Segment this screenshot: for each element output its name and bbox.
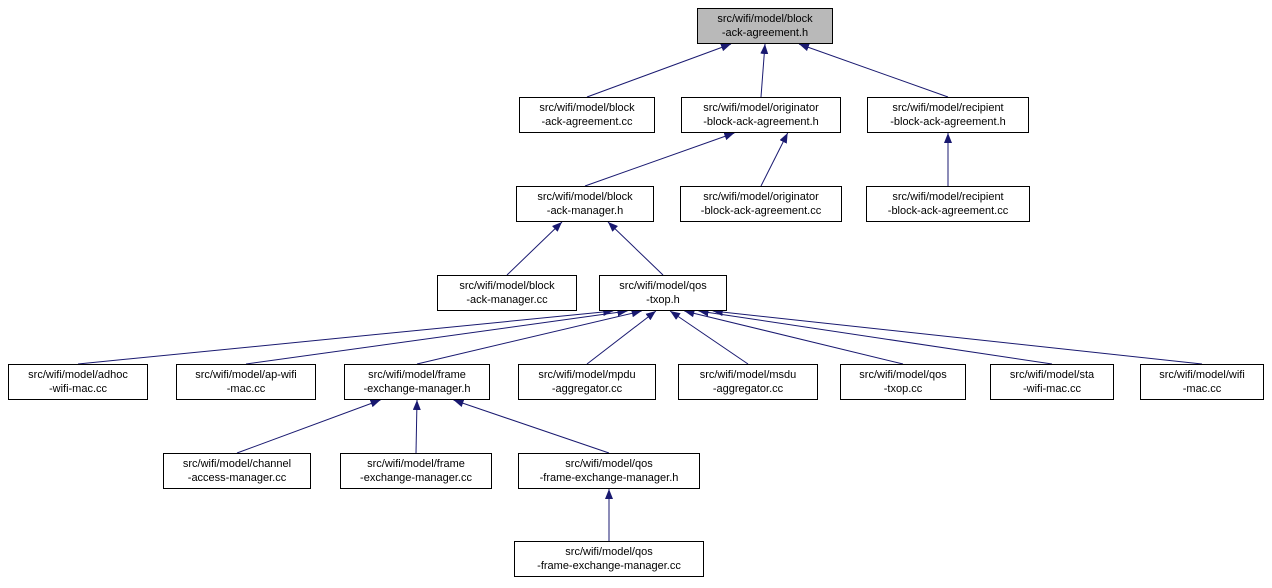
edge-block-ack-manager-h--originator-block-ack-agreement-h (584, 132, 735, 187)
graph-node-label: src/wifi/model/originator (703, 191, 819, 203)
graph-node-label: src/wifi/model/recipient (892, 102, 1004, 114)
edge-msdu-aggregator-cc--qos-txop-h (669, 310, 749, 365)
graph-node-label: -block-ack-agreement.h (890, 116, 1006, 128)
graph-node-frame-exchange-manager-h[interactable]: src/wifi/model/frame -exchange-manager.h (344, 364, 490, 400)
graph-node-label: -block-ack-agreement.cc (700, 205, 822, 217)
edge-ap-wifi-mac-cc--qos-txop-h (245, 308, 628, 365)
graph-node-label: src/wifi/model/qos (565, 458, 653, 470)
graph-node-label: src/wifi/model/block (539, 102, 635, 114)
graph-node-label: -txop.cc (883, 383, 923, 395)
graph-node-label: -mac.cc (226, 383, 266, 395)
graph-node-label: -block-ack-agreement.h (703, 116, 819, 128)
graph-node-label: -frame-exchange-manager.h (539, 472, 679, 484)
edge-block-ack-manager-cc--block-ack-manager-h (506, 221, 563, 276)
edge-wifi-mac-cc--qos-txop-h (712, 308, 1203, 365)
graph-node-msdu-aggregator-cc[interactable]: src/wifi/model/msdu -aggregator.cc (678, 364, 818, 400)
edge-frame-exchange-manager-h--qos-txop-h (416, 309, 642, 365)
graph-node-label: src/wifi/model/frame (368, 369, 466, 381)
graph-node-label: -exchange-manager.h (363, 383, 471, 395)
graph-node-label: src/wifi/model/msdu (699, 369, 797, 381)
graph-node-label: src/wifi/model/qos (619, 280, 707, 292)
graph-node-label: src/wifi/model/qos (565, 546, 653, 558)
graph-node-label: src/wifi/model/block (459, 280, 555, 292)
graph-node-label: src/wifi/model/block (537, 191, 633, 203)
graph-node-mpdu-aggregator-cc[interactable]: src/wifi/model/mpdu -aggregator.cc (518, 364, 656, 400)
graph-node-frame-exchange-manager-cc[interactable]: src/wifi/model/frame -exchange-manager.cc (340, 453, 492, 489)
graph-node-originator-block-ack-agreement-h[interactable]: src/wifi/model/originator -block-ack-agre… (681, 97, 841, 133)
graph-node-label: -txop.h (646, 294, 680, 306)
edge-frame-exchange-manager-cc--frame-exchange-manager-h (412, 399, 421, 454)
graph-node-recipient-block-ack-agreement-h[interactable]: src/wifi/model/recipient -block-ack-agree… (867, 97, 1029, 133)
graph-node-label: -aggregator.cc (712, 383, 784, 395)
graph-node-qos-txop-h[interactable]: src/wifi/model/qos -txop.h (599, 275, 727, 311)
edge-channel-access-manager-cc--frame-exchange-manager-h (236, 399, 381, 454)
graph-node-label: src/wifi/model/sta (1009, 369, 1095, 381)
edge-sta-wifi-mac-cc--qos-txop-h (698, 308, 1053, 365)
edge-block-ack-agreement-cc--block-ack-agreement-h (586, 43, 732, 98)
graph-node-label: src/wifi/model/frame (367, 458, 465, 470)
graph-node-sta-wifi-mac-cc[interactable]: src/wifi/model/sta -wifi-mac.cc (990, 364, 1114, 400)
graph-node-label: -access-manager.cc (187, 472, 287, 484)
graph-node-block-ack-manager-cc[interactable]: src/wifi/model/block -ack-manager.cc (437, 275, 577, 311)
graph-node-ap-wifi-mac-cc[interactable]: src/wifi/model/ap-wifi -mac.cc (176, 364, 316, 400)
edge-originator-block-ack-agreement-cc--originator-block-ack-agreement-h (760, 132, 789, 187)
graph-node-label: src/wifi/model/block (717, 13, 813, 25)
graph-node-label: -ack-manager.cc (466, 294, 548, 306)
edge-recipient-block-ack-agreement-h--block-ack-agreement-h (798, 43, 949, 98)
graph-node-qos-frame-exchange-manager-cc[interactable]: src/wifi/model/qos -frame-exchange-manage… (514, 541, 704, 577)
graph-node-label: src/wifi/model/qos (859, 369, 947, 381)
graph-node-label: -frame-exchange-manager.cc (537, 560, 681, 572)
graph-node-block-ack-manager-h[interactable]: src/wifi/model/block -ack-manager.h (516, 186, 654, 222)
graph-node-label: -block-ack-agreement.cc (887, 205, 1009, 217)
graph-node-label: -ack-agreement.cc (541, 116, 633, 128)
edge-qos-frame-exchange-manager-h--frame-exchange-manager-h (453, 399, 610, 454)
graph-node-label: src/wifi/model/adhoc (28, 369, 128, 381)
edge-adhoc-wifi-mac-cc--qos-txop-h (77, 308, 614, 365)
graph-node-label: src/wifi/model/wifi (1159, 369, 1245, 381)
graph-node-wifi-mac-cc[interactable]: src/wifi/model/wifi -mac.cc (1140, 364, 1264, 400)
graph-node-channel-access-manager-cc[interactable]: src/wifi/model/channel -access-manager.cc (163, 453, 311, 489)
graph-node-originator-block-ack-agreement-cc[interactable]: src/wifi/model/originator -block-ack-agre… (680, 186, 842, 222)
graph-node-label: -exchange-manager.cc (360, 472, 472, 484)
edge-mpdu-aggregator-cc--qos-txop-h (586, 310, 657, 365)
graph-node-block-ack-agreement-cc[interactable]: src/wifi/model/block -ack-agreement.cc (519, 97, 655, 133)
graph-node-label: -ack-agreement.h (721, 27, 809, 39)
graph-node-adhoc-wifi-mac-cc[interactable]: src/wifi/model/adhoc -wifi-mac.cc (8, 364, 148, 400)
graph-node-qos-frame-exchange-manager-h[interactable]: src/wifi/model/qos -frame-exchange-manage… (518, 453, 700, 489)
graph-node-label: -ack-manager.h (546, 205, 624, 217)
graph-node-label: src/wifi/model/originator (703, 102, 819, 114)
graph-node-label: -wifi-mac.cc (48, 383, 108, 395)
graph-node-block-ack-agreement-h: src/wifi/model/block -ack-agreement.h (697, 8, 833, 44)
graph-node-label: src/wifi/model/channel (182, 458, 292, 470)
graph-node-label: -wifi-mac.cc (1022, 383, 1082, 395)
graph-node-qos-txop-cc[interactable]: src/wifi/model/qos -txop.cc (840, 364, 966, 400)
graph-node-label: -aggregator.cc (551, 383, 623, 395)
edge-originator-block-ack-agreement-h--block-ack-agreement-h (760, 43, 769, 98)
graph-node-label: src/wifi/model/recipient (892, 191, 1004, 203)
edge-qos-txop-h--block-ack-manager-h (607, 221, 664, 276)
graph-node-label: src/wifi/model/mpdu (538, 369, 636, 381)
graph-node-label: src/wifi/model/ap-wifi (195, 369, 297, 381)
edge-qos-txop-cc--qos-txop-h (684, 309, 904, 365)
graph-node-label: -mac.cc (1182, 383, 1222, 395)
graph-node-recipient-block-ack-agreement-cc[interactable]: src/wifi/model/recipient -block-ack-agree… (866, 186, 1030, 222)
